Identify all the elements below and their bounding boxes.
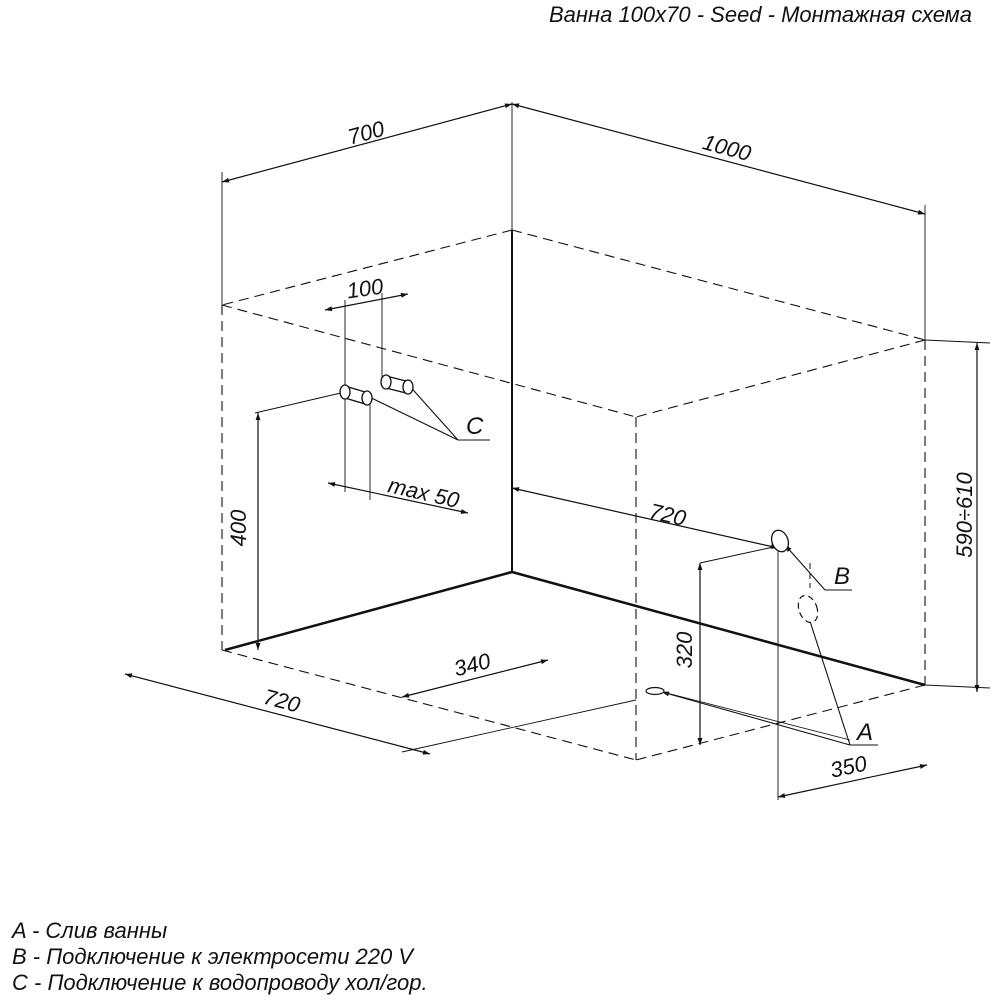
dim-line-720-right <box>511 487 779 549</box>
marker-a: A <box>855 719 873 746</box>
label-720-left: 720 <box>261 684 304 718</box>
drain-icon <box>645 686 665 696</box>
extension-lines <box>221 102 991 800</box>
room-walls <box>224 230 926 687</box>
water-pipe-icon <box>339 374 414 406</box>
bathtub-outline <box>221 229 926 761</box>
floor-edge-right <box>511 570 926 687</box>
dim-line-720-left <box>124 673 431 755</box>
marker-b: B <box>834 563 850 590</box>
dim-line-max50 <box>327 482 469 514</box>
label-max50: max 50 <box>386 472 463 513</box>
label-700: 700 <box>345 116 388 150</box>
legend-item-a: A - Слив ванны <box>12 918 168 943</box>
floor-edge-left <box>224 570 513 652</box>
label-720-right: 720 <box>647 498 689 531</box>
label-340: 340 <box>451 648 493 681</box>
dimension-lines <box>124 103 980 798</box>
dim-line-100 <box>324 292 409 312</box>
label-590-610: 590÷610 <box>952 471 977 557</box>
diagram-title: Ванна 100x70 - Seed - Монтажная схема <box>548 2 972 27</box>
label-320: 320 <box>672 631 697 668</box>
power-socket-icon <box>770 529 819 624</box>
dim-line-1000 <box>511 103 926 215</box>
legend: A - Слив ванны B - Подключение к электро… <box>12 918 428 996</box>
label-350: 350 <box>828 750 870 782</box>
label-400: 400 <box>226 509 251 546</box>
legend-item-b: B - Подключение к электросети 220 V <box>12 944 414 969</box>
dim-line-350 <box>777 764 928 798</box>
dim-line-700 <box>221 103 513 183</box>
legend-item-c: C - Подключение к водопроводу хол/гор. <box>12 970 428 995</box>
leader-lines <box>354 381 878 746</box>
marker-c: C <box>466 413 484 440</box>
label-100: 100 <box>345 274 386 304</box>
